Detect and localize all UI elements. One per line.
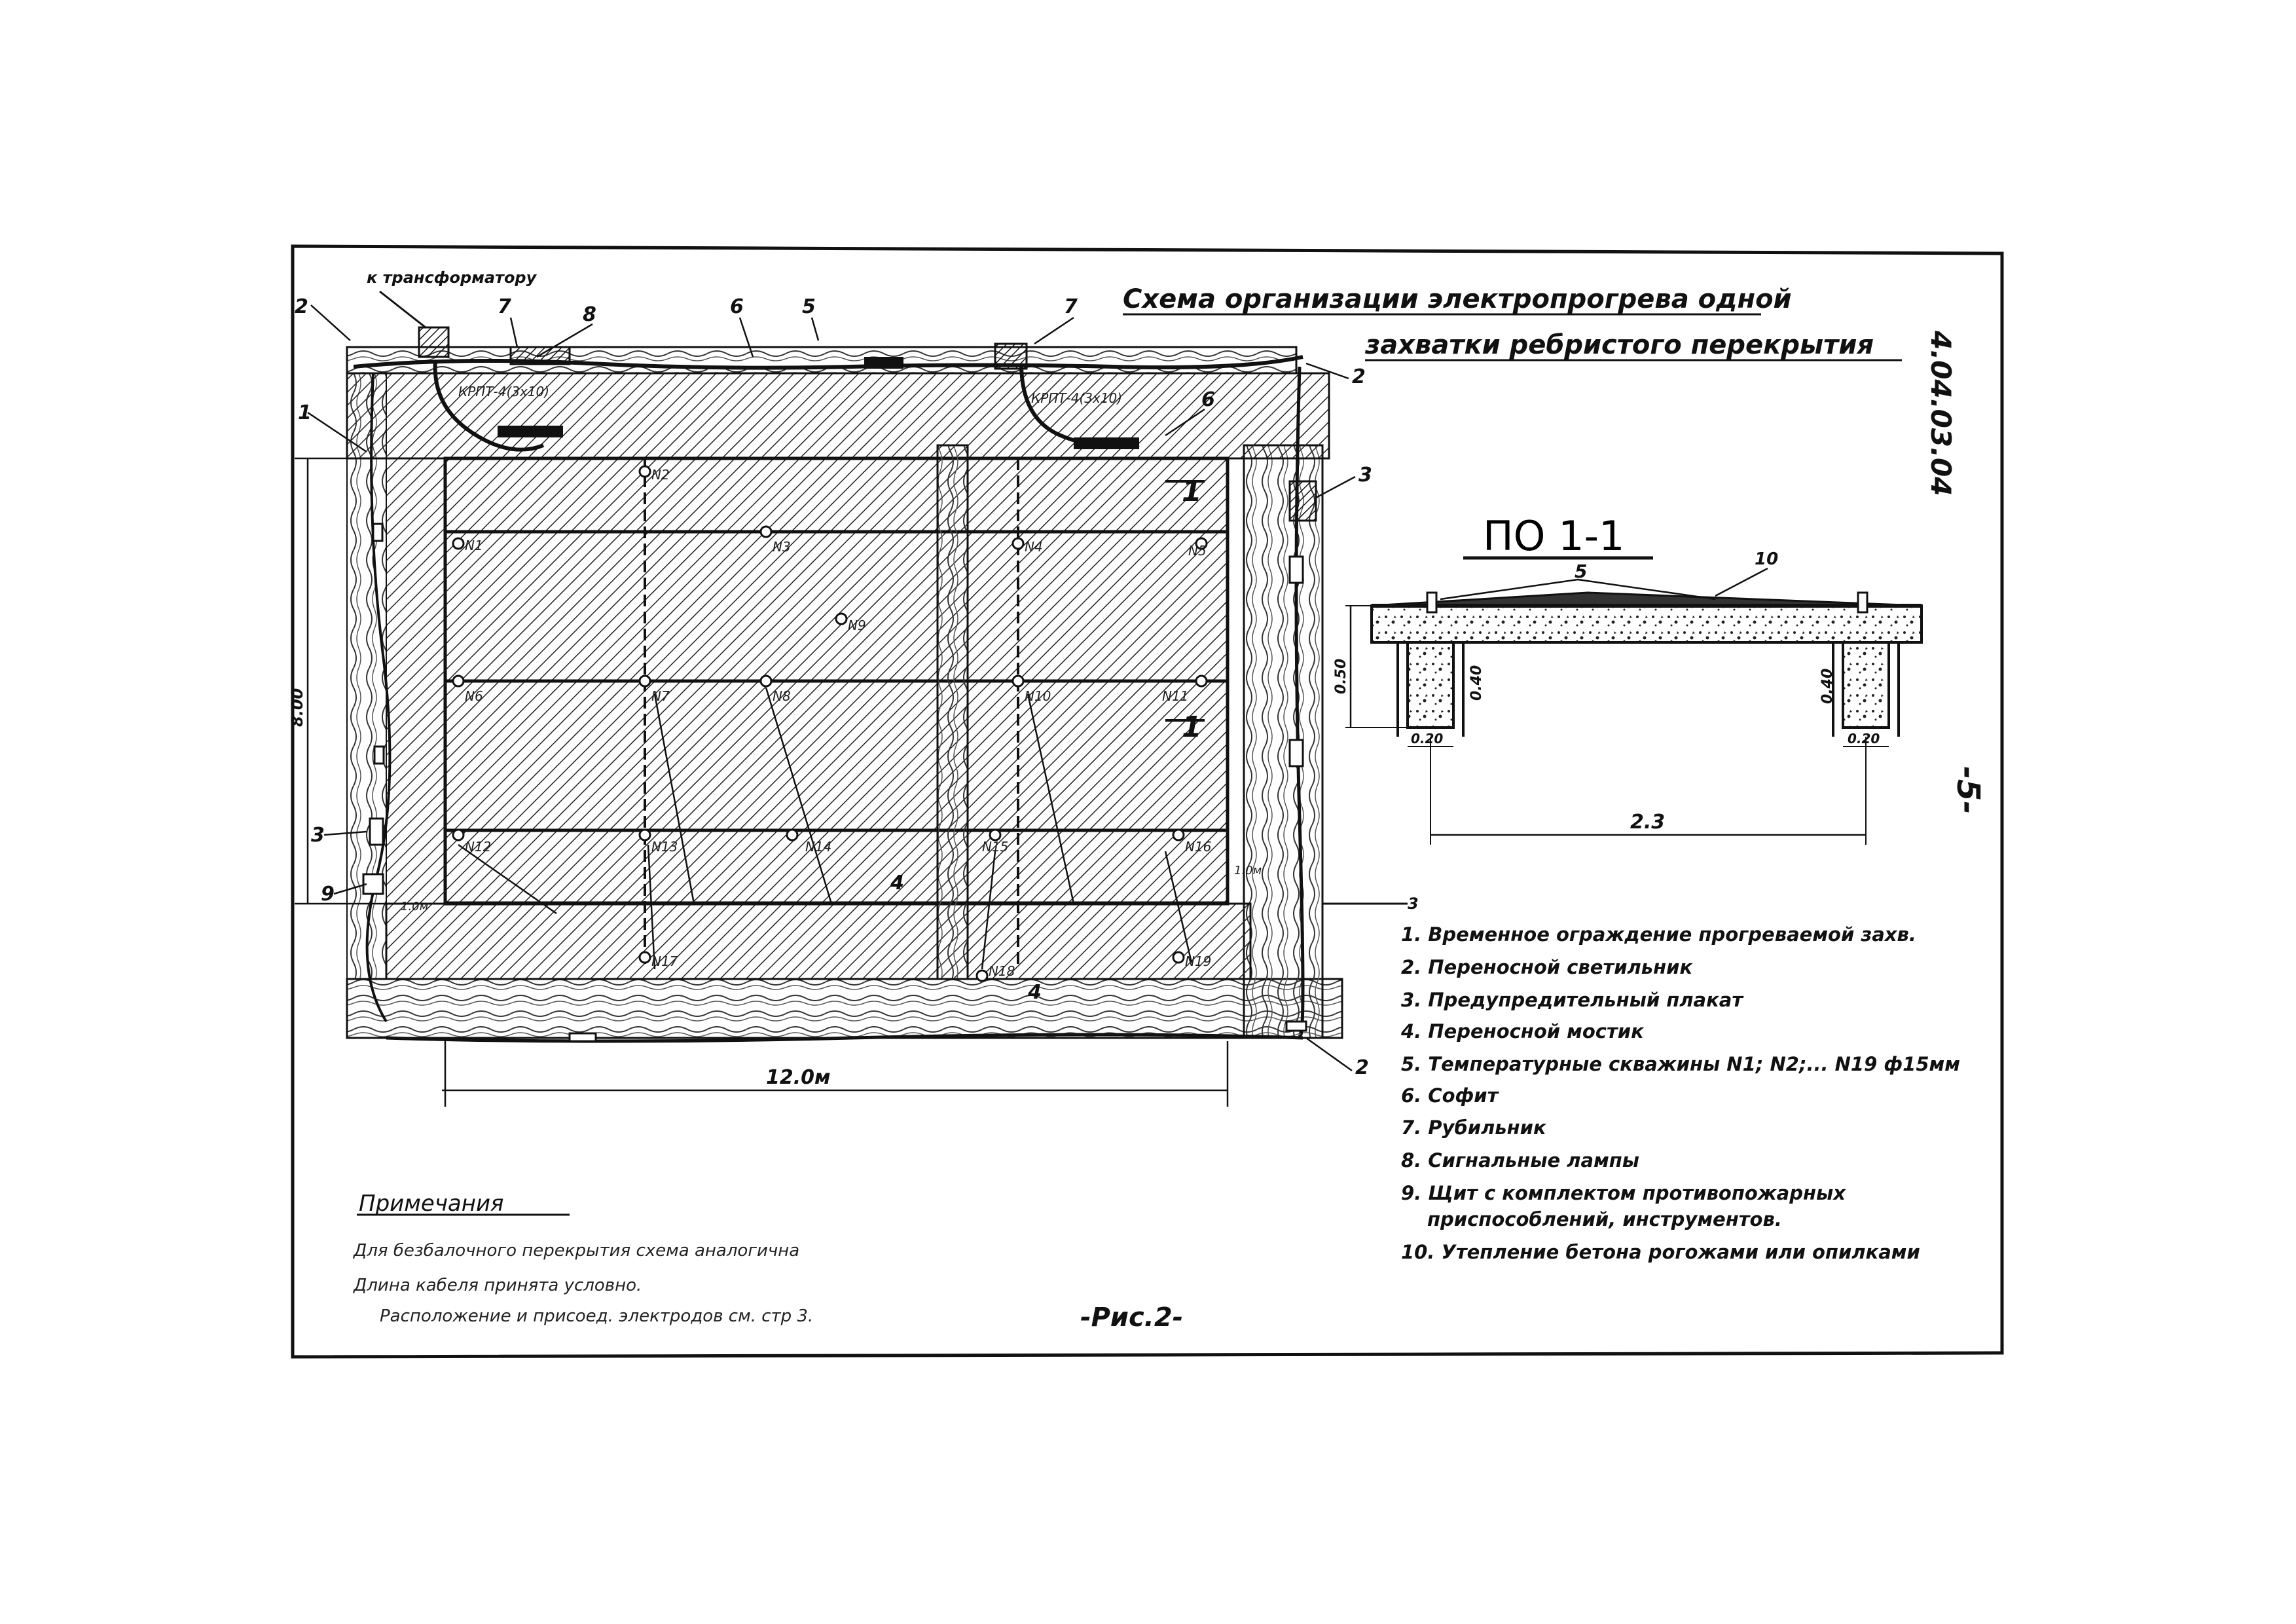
well-n11: N11 bbox=[1162, 688, 1188, 704]
callout-4-mid: 4 bbox=[890, 872, 904, 895]
dim-rib-height-right: 0.40 bbox=[1819, 669, 1836, 704]
section-slab bbox=[1370, 604, 1923, 644]
well-n7: N7 bbox=[651, 688, 670, 704]
legend-item-2: 2. Переносной светильник bbox=[1401, 956, 1693, 978]
dim-rib-width-right: 0.20 bbox=[1848, 731, 1880, 747]
softit-right bbox=[1074, 437, 1139, 449]
lamps bbox=[369, 523, 1307, 1043]
legend-item-5: 5. Температурные скважины N1; N2;... N19… bbox=[1401, 1053, 1960, 1075]
well-n2: N2 bbox=[651, 467, 670, 483]
well-n17: N17 bbox=[651, 953, 678, 969]
insulation-layer bbox=[1371, 591, 1922, 607]
plan-callouts: 2 1 3 9 7 8 6 5 7 6 2 3 2 4 4 bbox=[295, 295, 1372, 1079]
callout-4-bottom: 4 bbox=[1027, 981, 1042, 1004]
sheet-frame bbox=[291, 244, 2004, 1359]
callout-3-left: 3 bbox=[311, 824, 325, 847]
formwork-bottom-strip bbox=[346, 978, 1343, 1039]
section-mark-top: 1 bbox=[1182, 475, 1202, 508]
legend-leader-mark: 3 bbox=[1408, 895, 1419, 913]
callout-6-top: 6 bbox=[730, 295, 744, 318]
to-transformer-label: к трансформатору bbox=[367, 268, 538, 287]
well-n19: N19 bbox=[1185, 953, 1211, 969]
callout-5: 5 bbox=[802, 295, 816, 318]
switch-7-right bbox=[994, 342, 1028, 370]
section-1-1: ПО 1-1 5 10 0.50 0.40 0.40 0.20 bbox=[1333, 512, 1923, 845]
callout-9: 8 bbox=[583, 303, 596, 326]
callout-1: 1 bbox=[298, 401, 312, 424]
legend-item-4: 4. Переносной мостик bbox=[1401, 1020, 1644, 1043]
well-n18: N18 bbox=[989, 963, 1015, 979]
legend-item-6: 6. Софит bbox=[1401, 1084, 1499, 1107]
notes-line-3: Расположение и присоед. электродов см. с… bbox=[380, 1306, 814, 1326]
page-number: -5- bbox=[1950, 766, 1986, 814]
legend-item-1: 1. Временное ограждение прогреваемой зах… bbox=[1401, 923, 1916, 946]
callout-7-right: 7 bbox=[1064, 295, 1078, 318]
dim-span: 2.3 bbox=[1630, 811, 1665, 834]
section-mark-bottom: 1 bbox=[1182, 710, 1202, 744]
well-n16: N16 bbox=[1185, 839, 1211, 855]
well-n9: N9 bbox=[848, 618, 866, 633]
section-marker-5: 5 bbox=[1575, 561, 1587, 582]
well-n13: N13 bbox=[651, 839, 678, 855]
plan-view: N1 N2 N3 N4 N5 N6 N7 N8 N9 N10 N11 N12 N… bbox=[288, 268, 1372, 1107]
well-n12: N12 bbox=[465, 839, 491, 855]
supply-cable-bottom bbox=[386, 1033, 1303, 1043]
callout-2-bottom: 2 bbox=[1355, 1056, 1369, 1079]
cable-label-right: КРПТ-4(3x10) bbox=[1031, 390, 1122, 406]
figure-label: -Рис.2- bbox=[1080, 1302, 1183, 1333]
dim-rib-height-left: 0.40 bbox=[1468, 665, 1485, 701]
title-line-2: захватки ребристого перекрытия bbox=[1364, 330, 1874, 360]
portable-bridge bbox=[936, 444, 969, 980]
well-n14: N14 bbox=[805, 839, 831, 855]
rib-left bbox=[1406, 641, 1455, 729]
legend-item-7: 7. Рубильник bbox=[1401, 1116, 1546, 1139]
callout-7-left: 7 bbox=[498, 295, 511, 318]
dim-small-left: 1.0м bbox=[401, 900, 428, 913]
legend-item-9: 9. Щит с комплектом противопожарных bbox=[1401, 1182, 1846, 1204]
dim-rib-width-left: 0.20 bbox=[1411, 731, 1443, 747]
dim-width: 12.0м bbox=[766, 1066, 831, 1089]
legend-item-3: 3. Предупредительный плакат bbox=[1401, 989, 1743, 1011]
supply-cable-left bbox=[365, 373, 392, 1023]
legend-item-10: 10. Утепление бетона рогожами или опилка… bbox=[1401, 1241, 1920, 1263]
legend-item-9-cont: приспособлений, инструментов. bbox=[1427, 1208, 1782, 1230]
well-n4: N4 bbox=[1025, 539, 1043, 555]
dim-height: 8.00 bbox=[288, 688, 306, 727]
section-marker-10: 10 bbox=[1755, 549, 1778, 569]
rib-right bbox=[1842, 641, 1890, 729]
callout-2-right: 2 bbox=[1352, 365, 1366, 388]
callout-6-right: 6 bbox=[1201, 388, 1215, 411]
doc-number: 4.04.03.04 bbox=[1925, 330, 1957, 496]
well-n15: N15 bbox=[982, 839, 1008, 855]
section-title: ПО 1-1 bbox=[1483, 512, 1624, 560]
warning-plate bbox=[1288, 480, 1317, 522]
formwork-right-strip bbox=[1243, 444, 1324, 1039]
well-labels: N1 N2 N3 N4 N5 N6 N7 N8 N9 N10 N11 N12 N… bbox=[465, 467, 1211, 979]
callout-2-topleft: 2 bbox=[295, 295, 308, 318]
legend-item-8: 8. Сигнальные лампы bbox=[1401, 1149, 1640, 1172]
dim-small-right: 1.0м bbox=[1234, 864, 1262, 877]
well-n5: N5 bbox=[1188, 543, 1207, 559]
callout-3-right: 3 bbox=[1358, 464, 1372, 487]
beam-band-bottom bbox=[385, 902, 1252, 980]
title-line-1: Схема организации электропрогрева одной bbox=[1123, 284, 1792, 314]
notes-heading: Примечания bbox=[359, 1190, 504, 1217]
temperature-wells bbox=[452, 465, 1208, 982]
softit-left bbox=[498, 426, 563, 437]
well-n1: N1 bbox=[465, 538, 483, 553]
cable-label-left: КРПТ-4(3x10) bbox=[458, 384, 549, 399]
notes-line-1: Для безбалочного перекрытия схема аналог… bbox=[354, 1241, 800, 1261]
lamp-top bbox=[864, 357, 903, 369]
callout-8: 9 bbox=[321, 883, 335, 906]
well-n6: N6 bbox=[465, 688, 483, 704]
dim-slab-depth: 0.50 bbox=[1333, 659, 1349, 694]
well-n10: N10 bbox=[1025, 688, 1051, 704]
well-n3: N3 bbox=[773, 539, 791, 555]
switch-7-left bbox=[418, 326, 450, 358]
notes-line-2: Длина кабеля принята условно. bbox=[354, 1276, 642, 1295]
well-n8: N8 bbox=[773, 688, 791, 704]
slab-left-edge bbox=[386, 458, 446, 904]
